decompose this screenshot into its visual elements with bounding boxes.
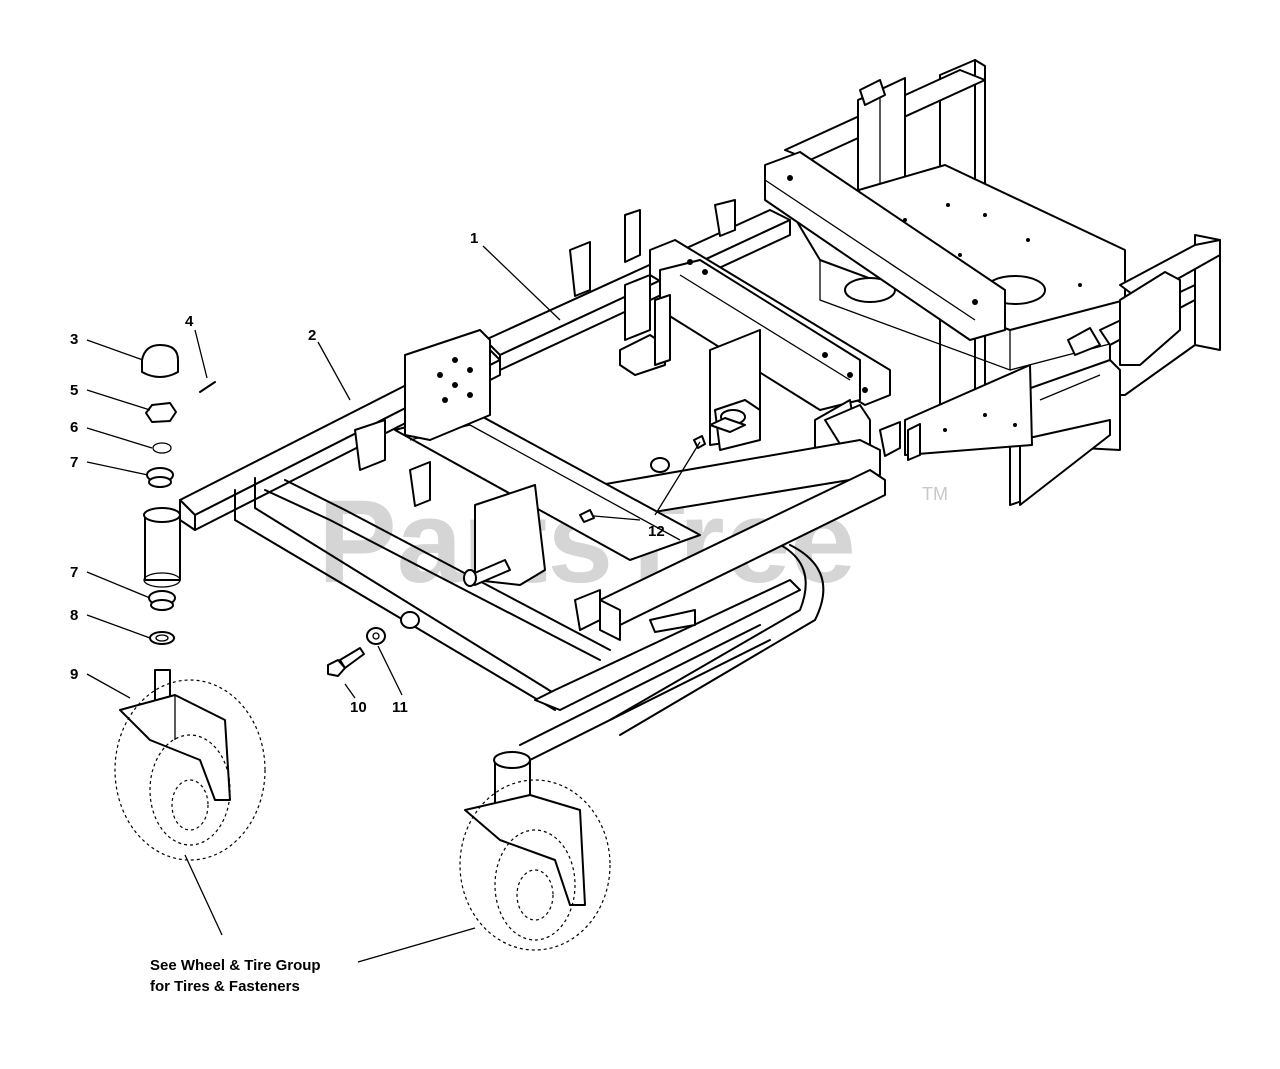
leader-lines: [86, 245, 701, 963]
note: See Wheel & Tire Group for Tires & Faste…: [150, 957, 321, 995]
left-caster-stack: [114, 344, 266, 861]
front-frame: [179, 329, 886, 761]
rear-frame: [764, 59, 1221, 506]
fasteners: [327, 435, 706, 677]
callout-1: 1: [470, 230, 478, 247]
callout-4: 4: [185, 313, 194, 330]
note-line-2: for Tires & Fasteners: [150, 978, 300, 995]
callout-11: 11: [392, 699, 408, 716]
watermark-trademark: TM: [922, 484, 948, 504]
note-line-1: See Wheel & Tire Group: [150, 957, 321, 974]
callout-8: 8: [70, 607, 78, 624]
callout-5: 5: [70, 382, 78, 399]
mid-frame: [394, 199, 891, 561]
right-caster: [459, 751, 611, 951]
callout-9: 9: [70, 666, 78, 683]
callout-10: 10: [350, 699, 367, 716]
callout-3: 3: [70, 331, 78, 348]
callout-6: 6: [70, 419, 78, 436]
callout-12: 12: [648, 523, 665, 540]
callout-7-lower: 7: [70, 564, 78, 581]
callout-labels: 1 2 3 4 5 6 7 7 8 9 10 11 12: [70, 230, 665, 716]
callout-2: 2: [308, 327, 316, 344]
callout-7-upper: 7: [70, 454, 78, 471]
